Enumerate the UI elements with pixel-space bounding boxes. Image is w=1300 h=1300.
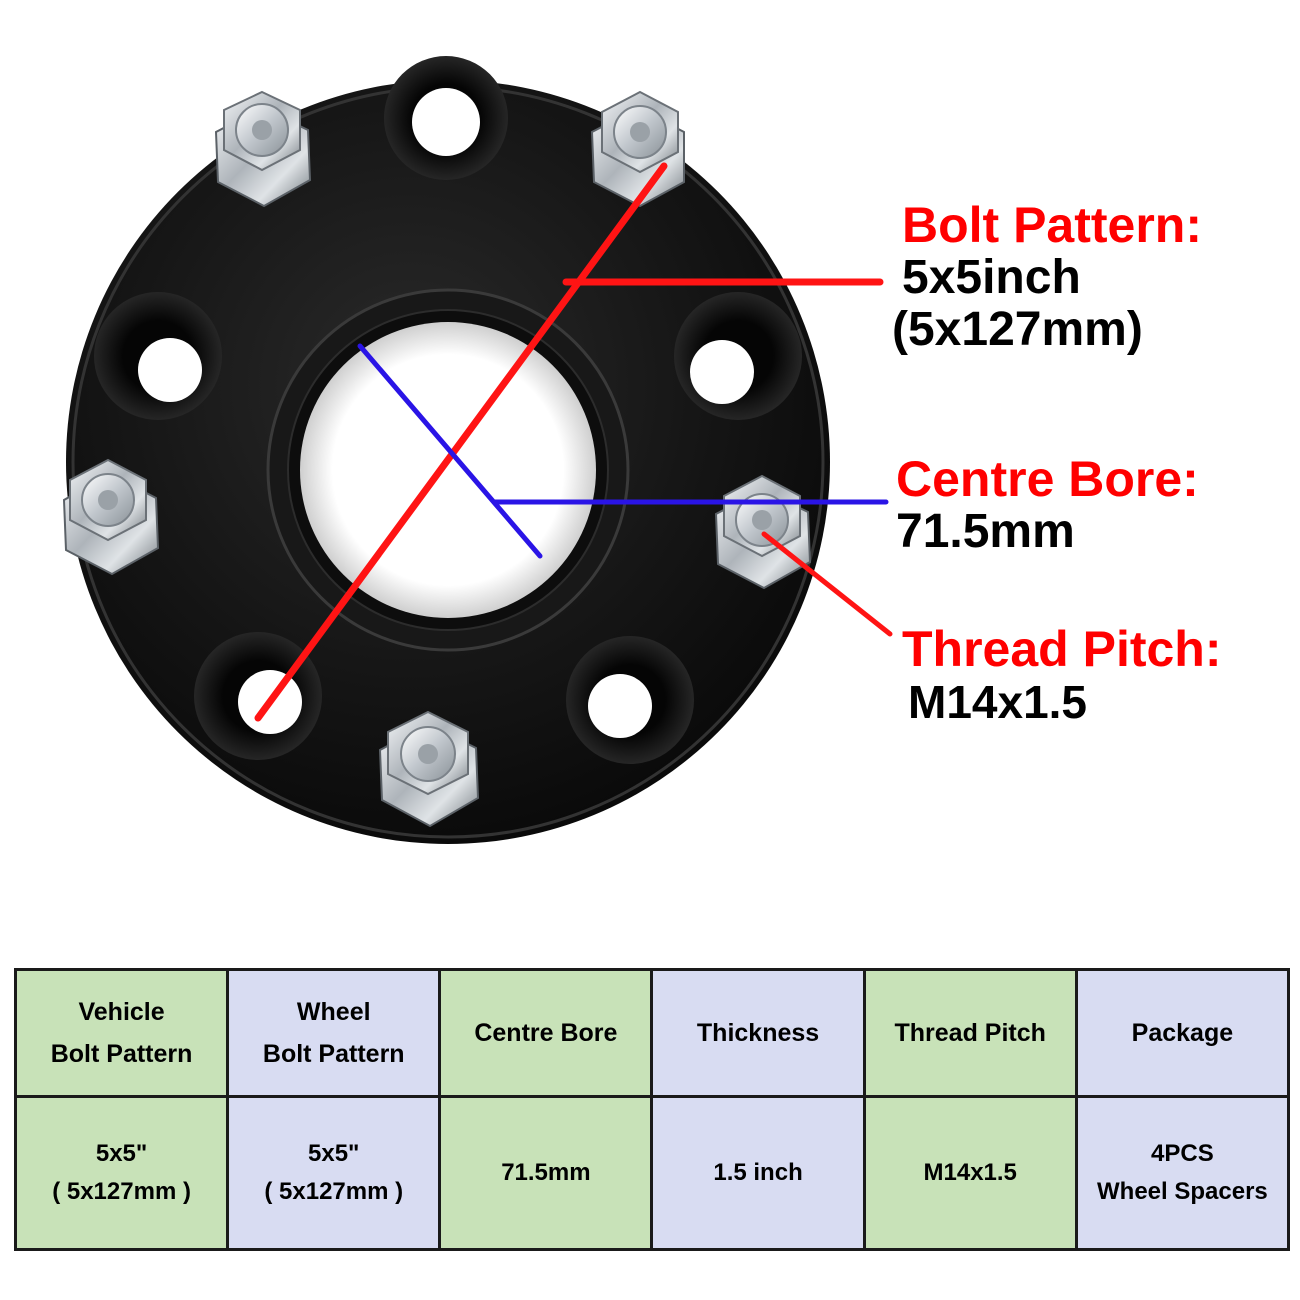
spec-header-cell-4: Thread Pitch <box>862 968 1078 1098</box>
spec-table-row: 5x5" ( 5x127mm ) 5x5" ( 5x127mm ) 71.5mm 1.5 … <box>13 1095 1291 1251</box>
spec-value-cell-0-line: ( 5x127mm ) <box>52 1178 191 1205</box>
spec-value-cell-0: 5x5" ( 5x127mm ) <box>13 1095 230 1251</box>
bolt-pattern-callout: Bolt Pattern: 5x5inch (5x127mm) <box>892 197 1202 356</box>
lug-nut-top-right <box>590 90 685 208</box>
spec-value-cell-4-line: M14x1.5 <box>923 1159 1017 1186</box>
spec-header-cell-0-line: Vehicle <box>78 998 165 1026</box>
wheel-spacer-photo <box>62 56 893 844</box>
spec-value-cell-3-line: 1.5 inch <box>713 1159 803 1186</box>
spec-value-cell-3: 1.5 inch <box>650 1095 866 1251</box>
stud-pocket-top <box>384 56 508 180</box>
spec-value-cell-1-line: ( 5x127mm ) <box>264 1178 404 1205</box>
thread-pitch-value: M14x1.5 <box>908 676 1088 728</box>
spec-header-cell-1-line: Wheel <box>296 998 371 1026</box>
spec-value-cell-4: M14x1.5 <box>862 1095 1078 1251</box>
lug-nut-bottom <box>378 710 480 828</box>
spec-value-cell-5: 4PCS Wheel Spacers <box>1074 1095 1291 1251</box>
spec-value-cell-1: 5x5" ( 5x127mm ) <box>226 1095 442 1251</box>
spec-header-cell-5: Package <box>1074 968 1291 1098</box>
spec-value-cell-1-line: 5x5" <box>308 1140 360 1167</box>
spec-value-cell-2: 71.5mm <box>438 1095 654 1251</box>
bolt-pattern-value-mm: (5x127mm) <box>892 303 1143 356</box>
thread-pitch-callout: Thread Pitch: M14x1.5 <box>902 622 1221 728</box>
bolt-pattern-heading: Bolt Pattern: <box>902 197 1202 253</box>
spec-header-cell-2-line: Centre Bore <box>474 1019 618 1047</box>
centre-bore-value: 71.5mm <box>896 505 1075 558</box>
stud-pocket-left <box>94 292 222 420</box>
spec-value-cell-0-line: 5x5" <box>95 1140 148 1167</box>
spec-value-cell-5-line: Wheel Spacers <box>1097 1178 1268 1205</box>
lug-nut-right <box>714 474 812 590</box>
spec-header-cell-5-line: Package <box>1131 1019 1234 1047</box>
lug-nut-left <box>62 458 160 576</box>
centre-bore-hole <box>300 322 596 618</box>
stud-pocket-bottom-left <box>194 632 322 760</box>
spec-header-cell-0-line: Bolt Pattern <box>50 1040 193 1068</box>
stud-pocket-right <box>674 292 802 420</box>
lug-nut-top-left <box>214 90 312 208</box>
spec-header-cell-2: Centre Bore <box>438 968 654 1098</box>
spec-header-cell-1-line: Bolt Pattern <box>262 1040 405 1068</box>
spec-header-cell-3-line: Thickness <box>696 1019 820 1047</box>
stud-pocket-bottom-right <box>566 636 694 764</box>
centre-bore-line <box>357 343 889 559</box>
bolt-pattern-line <box>254 162 884 722</box>
thread-pitch-line <box>761 531 893 637</box>
spec-header-cell-4-line: Thread Pitch <box>894 1019 1046 1047</box>
centre-bore-heading: Centre Bore: <box>896 451 1199 507</box>
bolt-pattern-value: 5x5inch <box>902 251 1081 304</box>
thread-pitch-heading: Thread Pitch: <box>902 621 1222 677</box>
centre-bore-callout: Centre Bore: 71.5mm <box>896 452 1199 558</box>
spec-header-cell-3: Thickness <box>650 968 866 1098</box>
spec-value-cell-2-line: 71.5mm <box>501 1159 591 1186</box>
spec-value-cell-5-line: 4PCS <box>1151 1140 1214 1167</box>
